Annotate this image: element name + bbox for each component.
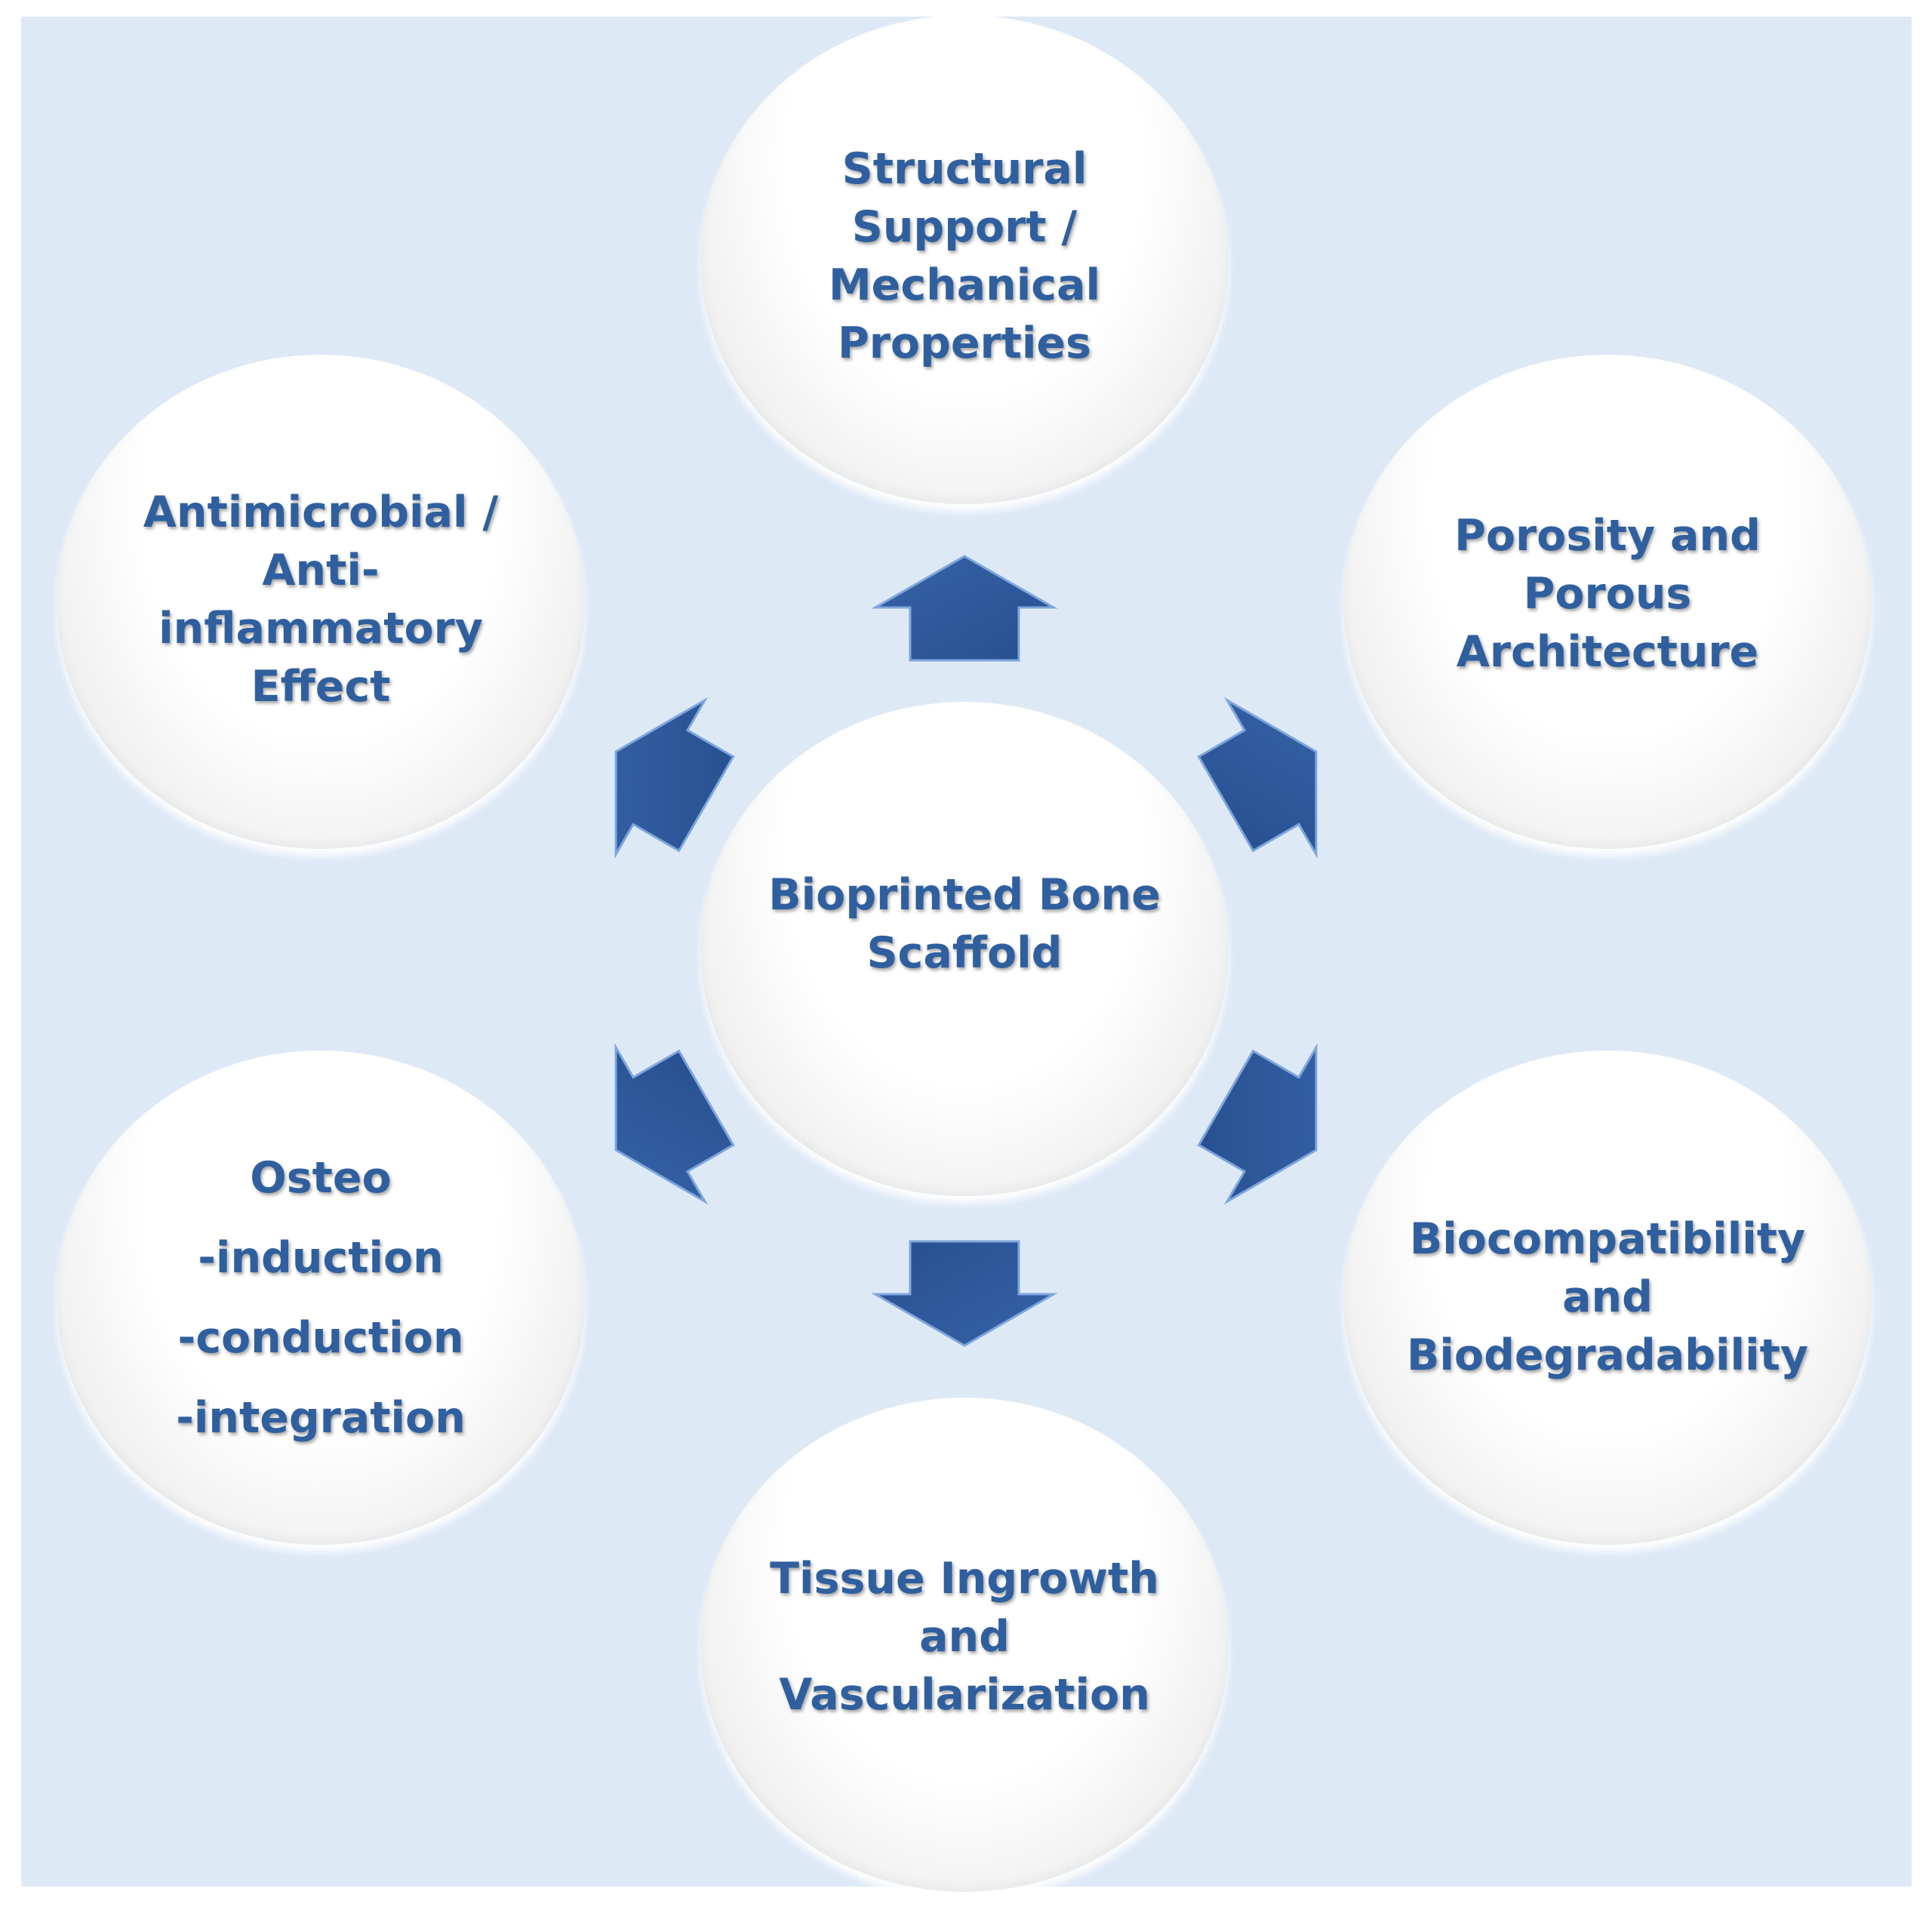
node-porosity: Porosity and Porous Architecture bbox=[1343, 355, 1872, 849]
node-label-line: Vascularization bbox=[779, 1670, 1150, 1720]
node-label-line: Biocompatibility bbox=[1409, 1214, 1806, 1264]
node-label-line: Support / bbox=[851, 202, 1078, 252]
arrow-upper-right-icon bbox=[1197, 697, 1318, 859]
arrow-upper-left-icon bbox=[614, 697, 735, 859]
node-label-line: -integration bbox=[176, 1392, 466, 1443]
arrow-down-icon bbox=[871, 1240, 1058, 1347]
arrow-up-icon bbox=[871, 555, 1058, 662]
center-label-line: Scaffold bbox=[866, 928, 1063, 978]
node-label-line: Biodegradability bbox=[1406, 1330, 1809, 1380]
node-biocompatibility-label: Biocompatibility and Biodegradability bbox=[1407, 1210, 1808, 1385]
node-osteo: Osteo -induction -conduction -integratio… bbox=[57, 1050, 585, 1545]
node-label-line: Antimicrobial / bbox=[143, 487, 499, 537]
node-label-line: Tissue Ingrowth bbox=[770, 1554, 1159, 1604]
center-label-line: Bioprinted Bone bbox=[768, 870, 1161, 920]
node-label-line: Architecture bbox=[1456, 627, 1759, 677]
node-tissue-ingrowth-label: Tissue Ingrowth and Vascularization bbox=[770, 1550, 1159, 1724]
arrow-lower-right-icon bbox=[1197, 1043, 1318, 1205]
node-label-line: Properties bbox=[838, 318, 1091, 368]
node-label-line: Structural bbox=[841, 144, 1088, 194]
center-bubble: Bioprinted Bone Scaffold bbox=[700, 702, 1229, 1196]
node-tissue-ingrowth: Tissue Ingrowth and Vascularization bbox=[700, 1398, 1229, 1892]
node-label-line: inflammatory bbox=[158, 604, 483, 654]
node-structural-support-label: Structural Support / Mechanical Properti… bbox=[829, 140, 1100, 373]
node-antimicrobial: Antimicrobial / Anti- inflammatory Effec… bbox=[57, 355, 585, 849]
node-label-line: Porous bbox=[1523, 569, 1692, 619]
node-label-line: and bbox=[1562, 1272, 1653, 1322]
node-label-line: Anti- bbox=[262, 546, 380, 595]
node-label-line: Effect bbox=[251, 662, 391, 712]
node-osteo-label: Osteo -induction -conduction -integratio… bbox=[176, 1138, 466, 1458]
node-label-line: -induction bbox=[198, 1232, 444, 1283]
node-label-line: Mechanical bbox=[828, 260, 1101, 310]
node-label-line: -conduction bbox=[177, 1312, 464, 1363]
node-label-line: and bbox=[919, 1612, 1010, 1662]
node-label-line: Osteo bbox=[250, 1152, 392, 1203]
node-biocompatibility: Biocompatibility and Biodegradability bbox=[1343, 1050, 1872, 1545]
node-porosity-label: Porosity and Porous Architecture bbox=[1454, 507, 1761, 681]
center-label: Bioprinted Bone Scaffold bbox=[768, 866, 1161, 983]
node-structural-support: Structural Support / Mechanical Properti… bbox=[700, 15, 1229, 504]
node-label-line: Porosity and bbox=[1454, 511, 1761, 561]
arrow-lower-left-icon bbox=[614, 1043, 735, 1205]
node-antimicrobial-label: Antimicrobial / Anti- inflammatory Effec… bbox=[143, 484, 498, 716]
